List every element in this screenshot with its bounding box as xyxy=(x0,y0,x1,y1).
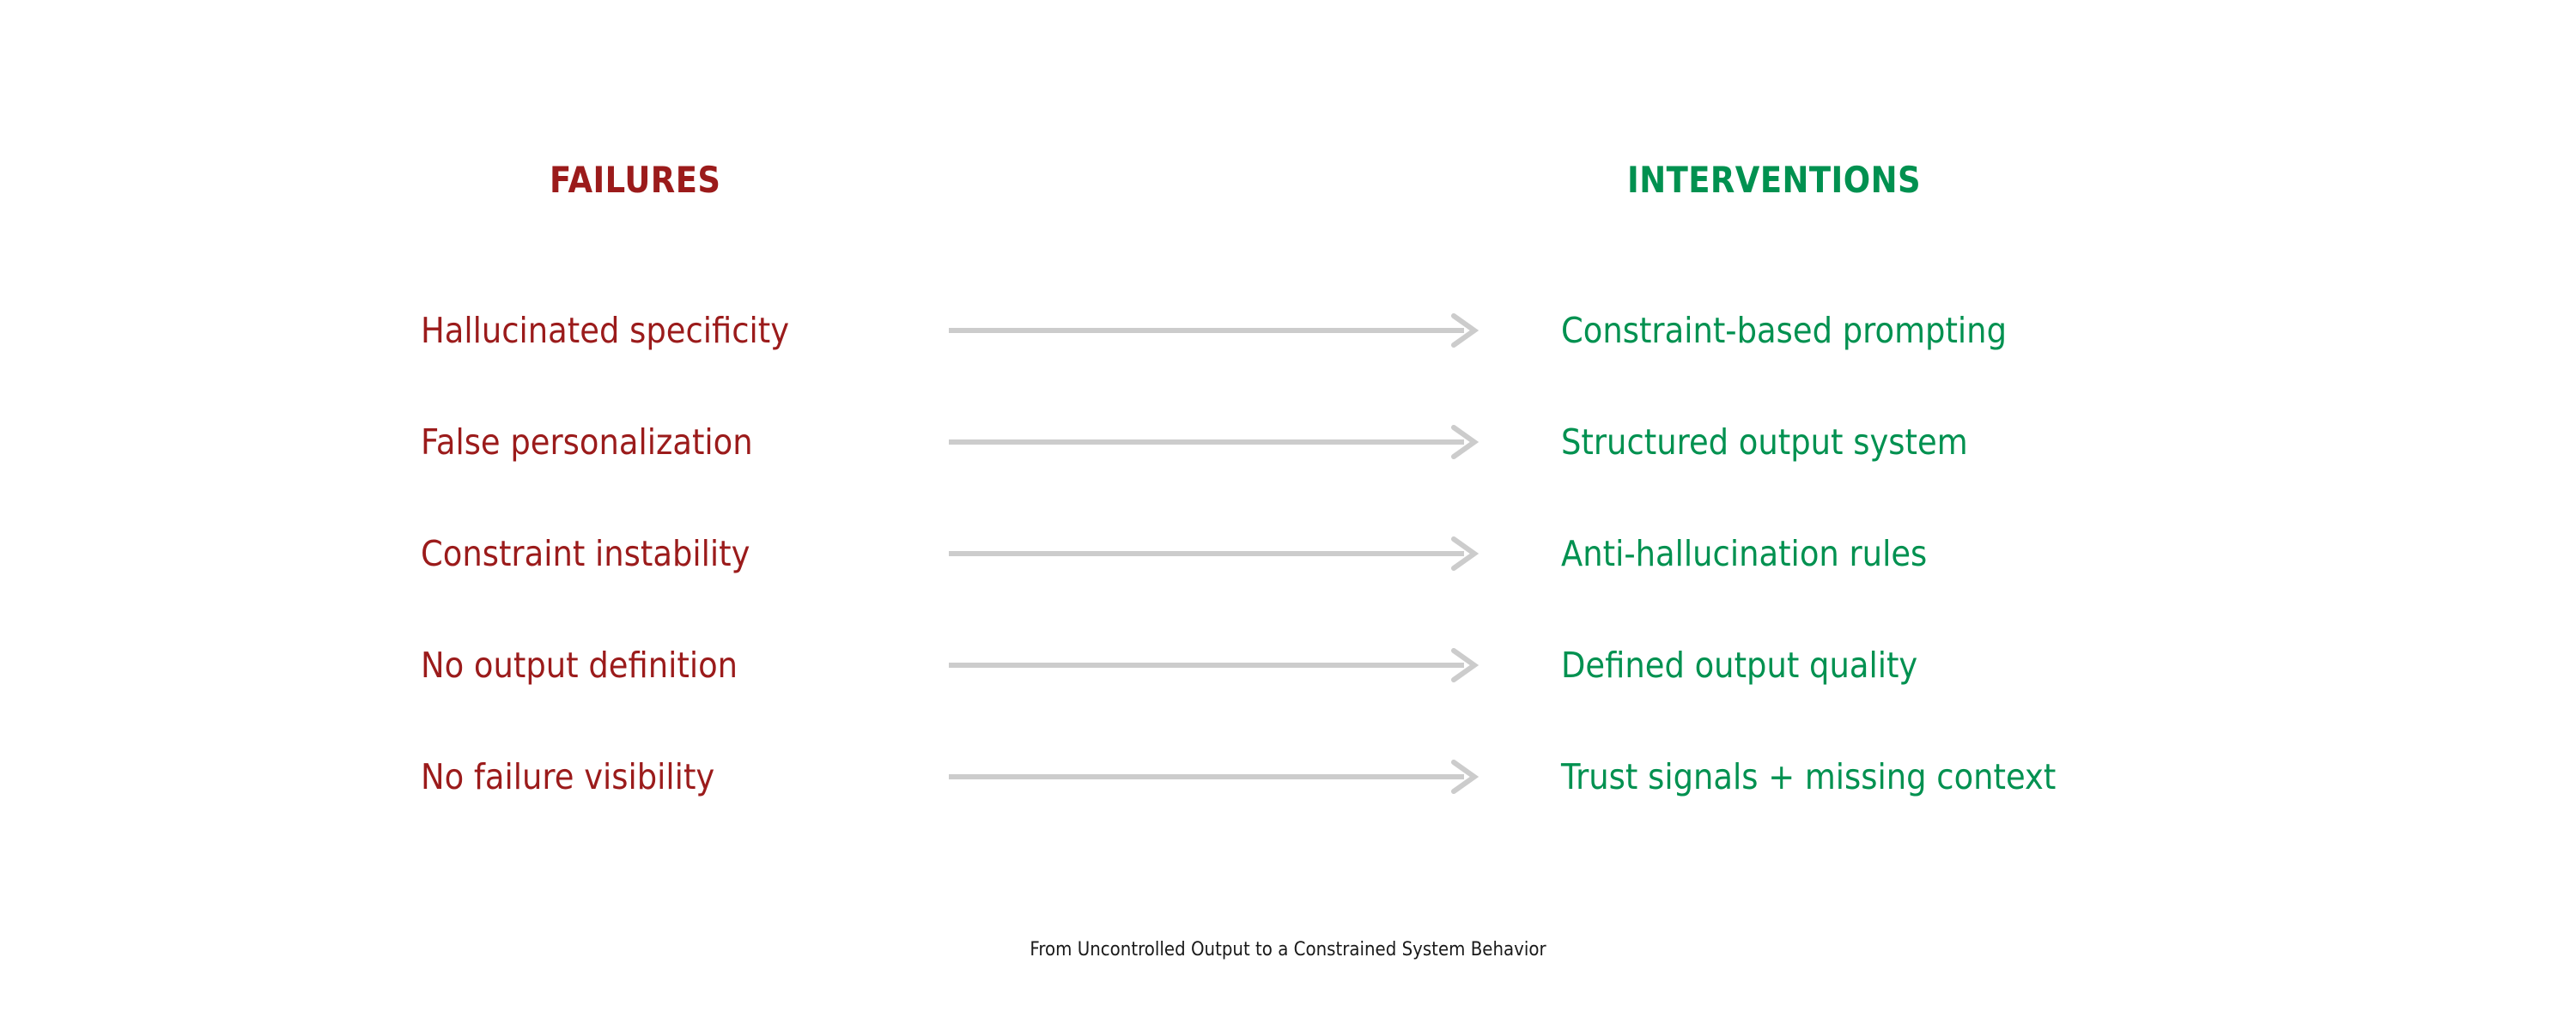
failure-label: Hallucinated specificity xyxy=(421,310,790,351)
mapping-row: False personalization Structured output … xyxy=(0,412,2576,472)
column-header-interventions: INTERVENTIONS xyxy=(1627,159,1922,201)
failure-label: False personalization xyxy=(421,421,753,463)
column-header-failures: FAILURES xyxy=(550,159,721,201)
mapping-row: No output definition Defined output qual… xyxy=(0,635,2576,695)
intervention-label: Anti-hallucination rules xyxy=(1561,533,1928,574)
intervention-label: Trust signals + missing context xyxy=(1561,756,2057,797)
arrow-right-icon xyxy=(949,424,1481,460)
failure-label: No failure visibility xyxy=(421,756,715,797)
intervention-label: Constraint-based prompting xyxy=(1561,310,2008,351)
mapping-row: Hallucinated specificity Constraint-base… xyxy=(0,300,2576,360)
arrow-right-icon xyxy=(949,647,1481,683)
arrow-right-icon xyxy=(949,759,1481,795)
arrow-right-icon xyxy=(949,536,1481,572)
intervention-label: Structured output system xyxy=(1561,421,1968,463)
failure-label: Constraint instability xyxy=(421,533,750,574)
figure-caption: From Uncontrolled Output to a Constraine… xyxy=(0,939,2576,960)
figure-caption-text: From Uncontrolled Output to a Constraine… xyxy=(1030,939,1546,960)
arrow-right-icon xyxy=(949,312,1481,348)
failure-label: No output definition xyxy=(421,645,738,686)
mapping-row: No failure visibility Trust signals + mi… xyxy=(0,747,2576,807)
mapping-row: Constraint instability Anti-hallucinatio… xyxy=(0,524,2576,584)
intervention-label: Defined output quality xyxy=(1561,645,1918,686)
